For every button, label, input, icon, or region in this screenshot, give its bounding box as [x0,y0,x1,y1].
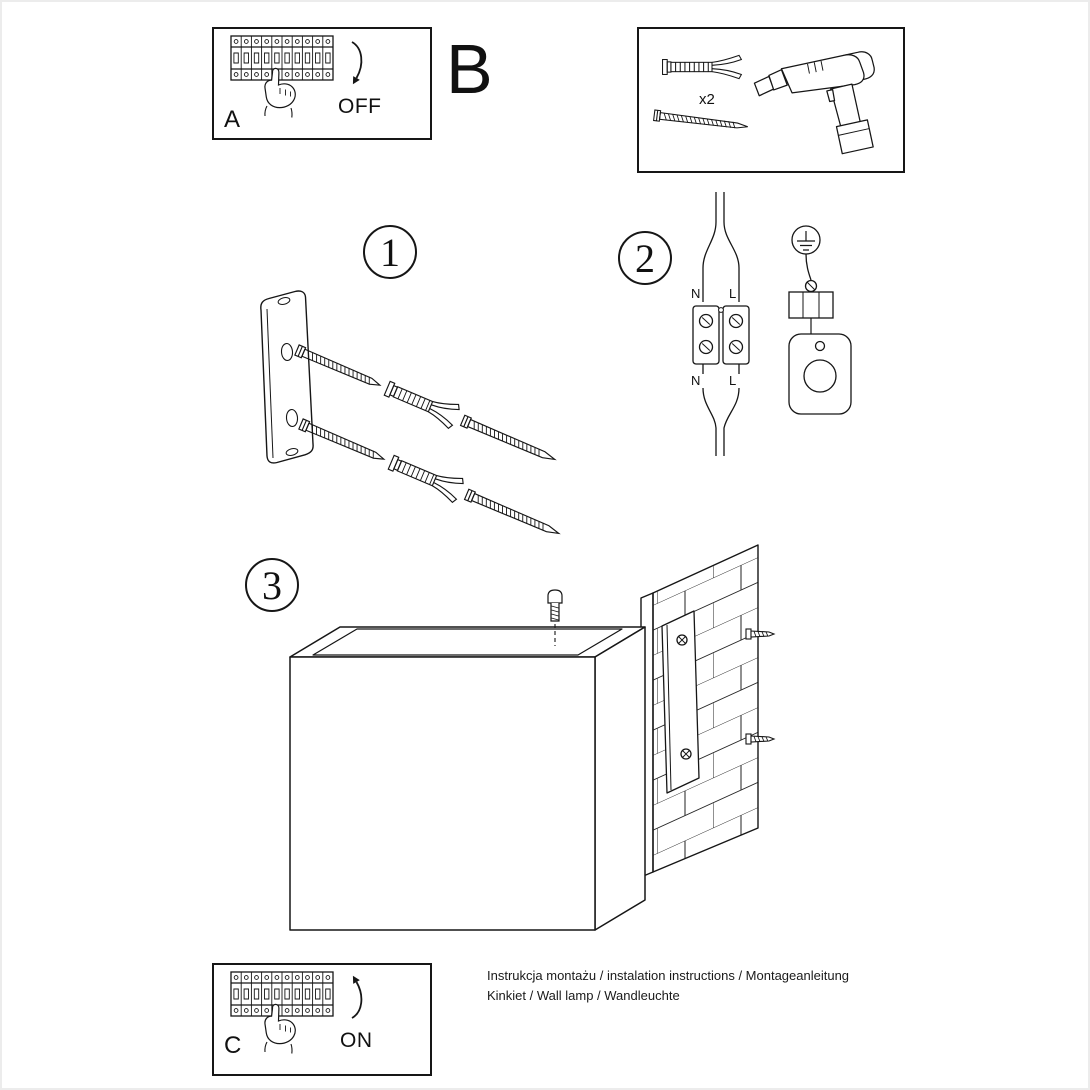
cable-clamp-icon [788,279,834,334]
ground-wire [805,253,812,281]
wire-label-l-top: L [729,286,736,301]
drill-icon [753,51,875,155]
ground-symbol-icon [791,225,821,255]
parts-section-label: B [446,30,493,108]
panel-a-letter: A [224,106,241,133]
brick-wall-icon [640,544,759,878]
on-label: ON [340,1029,373,1052]
wall-bracket-icon [661,610,700,794]
screw-icon [653,109,748,129]
anchor-assembly-bottom [295,411,565,546]
mounting-bracket-icon [260,290,314,464]
wall-plug-icon [662,54,743,80]
arrow-up-icon [346,975,372,1021]
panel-c-letter: C [224,1032,242,1059]
wire-label-l-bottom: L [729,373,736,388]
wall-screw-1 [745,628,776,640]
step-2-illustration: N L N L [691,192,852,456]
mounting-plate-icon [788,333,852,415]
lamp-cube-icon [289,626,646,931]
arrow-down-icon [346,39,372,85]
footer-line-2: Kinkiet / Wall lamp / Wandleuchte [487,988,680,1003]
wall-screw-2 [745,733,776,745]
fuse-box-off-illustration [228,33,338,133]
footer-line-1: Instrukcja montażu / instalation instruc… [487,968,850,983]
anchor-assembly-top [291,337,561,472]
off-label: OFF [338,95,382,118]
wire-label-n-top: N [691,286,700,301]
footer: Instrukcja montażu / instalation instruc… [487,966,849,1006]
step-2-badge: 2 [618,231,672,285]
wire-label-n-bottom: N [691,373,700,388]
dowel-quantity-label: x2 [699,91,715,108]
terminal-block-icon [692,305,750,365]
supply-cable-icon [702,192,740,456]
step-3-badge: 3 [245,558,299,612]
parts-panel: x2 [637,27,905,173]
step-1-illustration [260,290,565,546]
power-off-panel: OFF A [212,27,432,140]
step-3-illustration [289,544,776,931]
fuse-box-on-illustration [228,969,338,1069]
power-on-panel: ON C [212,963,432,1076]
set-screw-icon [547,589,563,646]
step-1-badge: 1 [363,225,417,279]
